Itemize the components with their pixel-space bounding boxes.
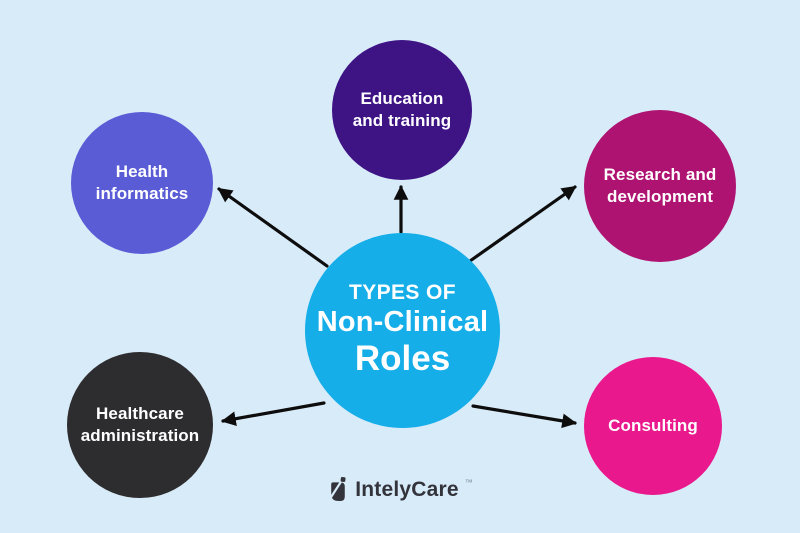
arrow-to-research — [468, 185, 577, 263]
node-center-non-clinical-roles: TYPES OF Non-Clinical Roles — [305, 233, 500, 428]
center-title-line1: Non-Clinical — [316, 305, 489, 338]
center-eyebrow-text: TYPES OF — [348, 281, 457, 305]
arrow-to-health-informatics — [217, 187, 329, 268]
node-health-informatics: Health informatics — [71, 112, 213, 254]
intelycare-logo-icon — [328, 477, 346, 501]
intelycare-logo-text: IntelyCare — [355, 478, 459, 501]
node-education-and-training: Education and training — [332, 40, 472, 180]
node-label-healthcare-administration: Healthcare administration — [80, 404, 200, 445]
node-label-research-and-development: Research and development — [603, 165, 717, 206]
node-consulting: Consulting — [584, 357, 722, 495]
trademark-symbol: ™ — [464, 478, 473, 487]
center-title-line2: Roles — [354, 339, 451, 379]
intelycare-logo: IntelyCare ™ — [0, 476, 800, 504]
node-label-education-and-training: Education and training — [352, 89, 452, 130]
node-healthcare-administration: Healthcare administration — [67, 352, 213, 498]
node-research-and-development: Research and development — [584, 110, 736, 262]
arrow-to-consulting — [471, 404, 577, 429]
node-label-consulting: Consulting — [608, 416, 698, 436]
node-label-health-informatics: Health informatics — [95, 162, 189, 203]
arrow-to-healthcare-administration — [221, 401, 326, 427]
